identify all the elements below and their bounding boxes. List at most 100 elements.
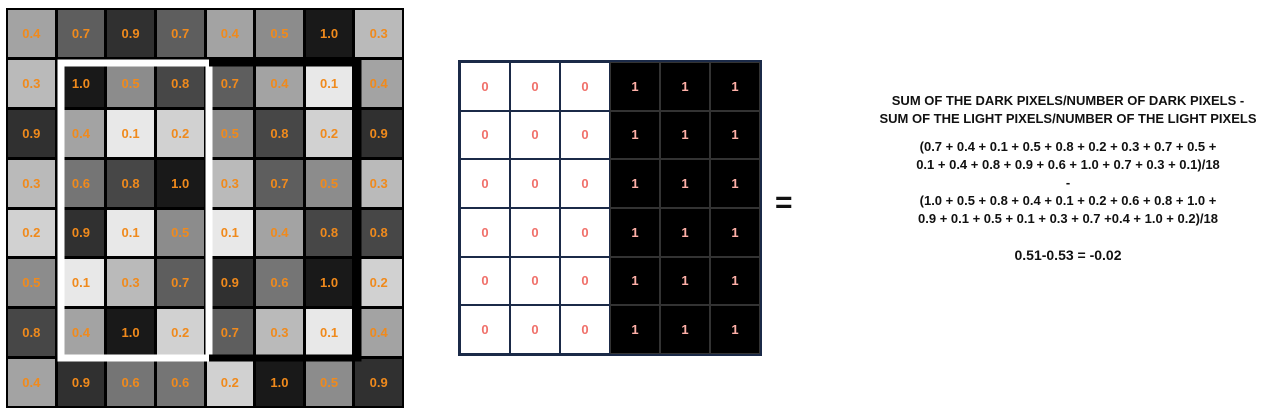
formula-heading-1: SUM OF THE DARK PIXELS/NUMBER OF DARK PI… bbox=[891, 93, 1245, 108]
pixel-cell: 0.4 bbox=[8, 10, 55, 57]
pixel-cell: 0.9 bbox=[355, 109, 402, 157]
pixel-cell: 0.5 bbox=[305, 159, 353, 207]
pixel-cell: 0.3 bbox=[355, 10, 402, 57]
pixel-cell: 0.1 bbox=[107, 109, 154, 157]
formula-heading-2: SUM OF THE LIGHT PIXELS/NUMBER OF THE LI… bbox=[879, 111, 1257, 126]
pixel-cell: 0.2 bbox=[305, 109, 353, 157]
binary-cell: 1 bbox=[610, 256, 660, 306]
binary-cell: 1 bbox=[710, 256, 760, 306]
pixel-cell: 0.5 bbox=[8, 259, 55, 307]
pixel-cell: 0.6 bbox=[156, 359, 204, 406]
pixel-cell: 0.3 bbox=[256, 309, 303, 357]
binary-cell: 1 bbox=[660, 62, 710, 111]
pixel-cell: 1.0 bbox=[107, 309, 154, 357]
pixel-cell: 0.9 bbox=[57, 209, 105, 257]
binary-cell: 1 bbox=[610, 110, 660, 160]
pixel-cell: 0.7 bbox=[256, 159, 303, 207]
pixel-cell: 0.3 bbox=[355, 159, 402, 207]
pixel-cell: 0.2 bbox=[206, 359, 254, 406]
pixel-cell: 0.4 bbox=[256, 59, 303, 107]
pixel-cell: 0.5 bbox=[156, 209, 204, 257]
binary-cell: 0 bbox=[560, 305, 610, 354]
pixel-cell: 0.4 bbox=[57, 309, 105, 357]
binary-cell: 0 bbox=[560, 256, 610, 306]
pixel-cell: 0.5 bbox=[107, 59, 154, 107]
pixel-cell: 0.5 bbox=[206, 109, 254, 157]
binary-cell: 1 bbox=[610, 159, 660, 208]
binary-cell: 1 bbox=[710, 159, 760, 208]
binary-cell: 1 bbox=[710, 208, 760, 257]
pixel-cell: 0.9 bbox=[206, 259, 254, 307]
binary-cell: 1 bbox=[660, 159, 710, 208]
pixel-cell: 0.1 bbox=[305, 59, 353, 107]
light-sum-line-1: (1.0 + 0.5 + 0.8 + 0.4 + 0.1 + 0.2 + 0.6… bbox=[919, 193, 1217, 208]
pixel-cell: 0.5 bbox=[256, 10, 303, 57]
pixel-cell: 0.7 bbox=[206, 59, 254, 107]
pixel-cell: 1.0 bbox=[305, 259, 353, 307]
binary-cell: 1 bbox=[660, 110, 710, 160]
binary-cell: 0 bbox=[510, 159, 560, 208]
binary-cell: 0 bbox=[510, 110, 560, 160]
pixel-cell: 0.8 bbox=[107, 159, 154, 207]
pixel-cell: 0.7 bbox=[57, 10, 105, 57]
binary-cell: 1 bbox=[660, 256, 710, 306]
binary-cell: 0 bbox=[460, 208, 510, 257]
pixel-cell: 0.8 bbox=[305, 209, 353, 257]
dark-sum-line-1: (0.7 + 0.4 + 0.1 + 0.5 + 0.8 + 0.2 + 0.3… bbox=[919, 139, 1217, 154]
pixel-cell: 0.6 bbox=[107, 359, 154, 406]
pixel-cell: 0.3 bbox=[107, 259, 154, 307]
pixel-cell: 0.8 bbox=[355, 209, 402, 257]
binary-cell: 0 bbox=[560, 62, 610, 111]
pixel-cell: 0.2 bbox=[355, 259, 402, 307]
binary-cell: 1 bbox=[610, 305, 660, 354]
pixel-cell: 0.2 bbox=[156, 309, 204, 357]
minus-sign: - bbox=[1065, 175, 1071, 190]
pixel-cell: 0.8 bbox=[156, 59, 204, 107]
pixel-cell: 0.8 bbox=[8, 309, 55, 357]
pixel-cell: 0.5 bbox=[305, 359, 353, 406]
binary-cell: 0 bbox=[460, 305, 510, 354]
pixel-cell: 0.6 bbox=[256, 259, 303, 307]
binary-cell: 0 bbox=[460, 62, 510, 111]
pixel-cell: 0.9 bbox=[8, 109, 55, 157]
binary-cell: 0 bbox=[560, 159, 610, 208]
formula-block: SUM OF THE DARK PIXELS/NUMBER OF DARK PI… bbox=[862, 92, 1274, 264]
pixel-cell: 0.3 bbox=[8, 159, 55, 207]
binary-cell: 0 bbox=[560, 110, 610, 160]
binary-cell: 0 bbox=[460, 159, 510, 208]
pixel-cell: 0.7 bbox=[156, 259, 204, 307]
pixel-cell: 0.2 bbox=[156, 109, 204, 157]
equals-sign: = bbox=[775, 186, 793, 219]
dark-sum-line-2: 0.1 + 0.4 + 0.8 + 0.9 + 0.6 + 1.0 + 0.7 … bbox=[916, 157, 1220, 172]
binary-cell: 0 bbox=[510, 62, 560, 111]
pixel-cell: 0.1 bbox=[305, 309, 353, 357]
binary-cell: 1 bbox=[710, 305, 760, 354]
pixel-cell: 0.9 bbox=[107, 10, 154, 57]
pixel-cell: 0.4 bbox=[57, 109, 105, 157]
binary-cell: 1 bbox=[610, 208, 660, 257]
binary-cell: 0 bbox=[560, 208, 610, 257]
light-sum-line-2: 0.9 + 0.1 + 0.5 + 0.1 + 0.3 + 0.7 +0.4 +… bbox=[918, 211, 1218, 226]
binary-cell: 0 bbox=[460, 110, 510, 160]
pixel-cell: 0.6 bbox=[57, 159, 105, 207]
binary-cell: 1 bbox=[610, 62, 660, 111]
pixel-cell: 0.4 bbox=[206, 10, 254, 57]
pixel-cell: 0.1 bbox=[107, 209, 154, 257]
pixel-cell: 1.0 bbox=[57, 59, 105, 107]
pixel-cell: 0.2 bbox=[8, 209, 55, 257]
pixel-cell: 0.4 bbox=[355, 309, 402, 357]
binary-cell: 0 bbox=[510, 305, 560, 354]
pixel-cell: 0.7 bbox=[206, 309, 254, 357]
pixel-cell: 1.0 bbox=[256, 359, 303, 406]
pixel-cell: 0.9 bbox=[355, 359, 402, 406]
pixel-cell: 0.9 bbox=[57, 359, 105, 406]
binary-cell: 0 bbox=[460, 256, 510, 306]
binary-cell: 0 bbox=[510, 208, 560, 257]
binary-cell: 1 bbox=[710, 110, 760, 160]
binary-cell: 0 bbox=[510, 256, 560, 306]
result-line: 0.51-0.53 = -0.02 bbox=[1014, 247, 1122, 263]
pixel-cell: 0.4 bbox=[8, 359, 55, 406]
binary-cell: 1 bbox=[710, 62, 760, 111]
pixel-cell: 0.4 bbox=[256, 209, 303, 257]
